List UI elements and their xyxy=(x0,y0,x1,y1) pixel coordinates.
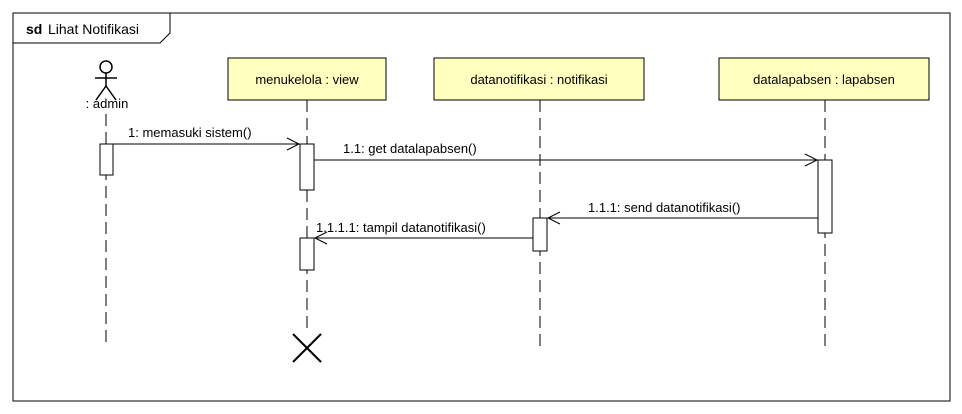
actor-label: : admin xyxy=(86,96,129,111)
message-label: 1.1.1: send datanotifikasi() xyxy=(588,200,740,215)
activation-menukelola-1 xyxy=(299,143,315,191)
lifeline-box xyxy=(433,57,645,101)
frame-keyword: sd xyxy=(26,21,42,37)
frame-tab xyxy=(12,12,171,44)
actor-stick-figure-icon xyxy=(95,60,117,101)
arrowhead-left-icon xyxy=(546,211,561,225)
lifeline-label: datanotifikasi : notifikasi xyxy=(470,72,607,87)
lifeline-head-datanotifikasi[interactable]: datanotifikasi : notifikasi xyxy=(433,57,645,101)
lifeline-label: datalapabsen : lapabsen xyxy=(753,72,895,87)
message-4[interactable]: 1.1.1.1: tampil datanotifikasi() xyxy=(313,220,533,245)
actor-admin[interactable]: : admin xyxy=(86,60,129,111)
arrowhead-right-icon xyxy=(286,137,301,151)
frame-title: Lihat Notifikasi xyxy=(48,21,139,37)
activation-datalapabsen xyxy=(817,159,833,234)
lifeline-head-menukelola[interactable]: menukelola : view xyxy=(227,57,387,101)
frame-border xyxy=(12,12,951,402)
activation-menukelola-2 xyxy=(299,237,315,271)
message-label: 1: memasuki sistem() xyxy=(128,125,252,140)
lifeline-box xyxy=(718,57,930,101)
message-1[interactable]: 1: memasuki sistem() xyxy=(113,125,301,151)
message-2[interactable]: 1.1: get datalapabsen() xyxy=(314,141,819,167)
lifeline-box xyxy=(227,57,387,101)
activation-bars xyxy=(99,143,833,271)
destroy-x-icon xyxy=(292,333,322,363)
message-label: 1.1: get datalapabsen() xyxy=(343,141,477,156)
arrowhead-left-icon xyxy=(313,231,328,245)
lifeline-label: menukelola : view xyxy=(255,72,359,87)
arrowhead-right-icon xyxy=(804,153,819,167)
activation-datanotifikasi xyxy=(532,217,548,252)
message-label: 1.1.1.1: tampil datanotifikasi() xyxy=(316,220,486,235)
message-3[interactable]: 1.1.1: send datanotifikasi() xyxy=(546,200,818,225)
lifeline-head-datalapabsen[interactable]: datalapabsen : lapabsen xyxy=(718,57,930,101)
activation-admin xyxy=(99,143,114,176)
